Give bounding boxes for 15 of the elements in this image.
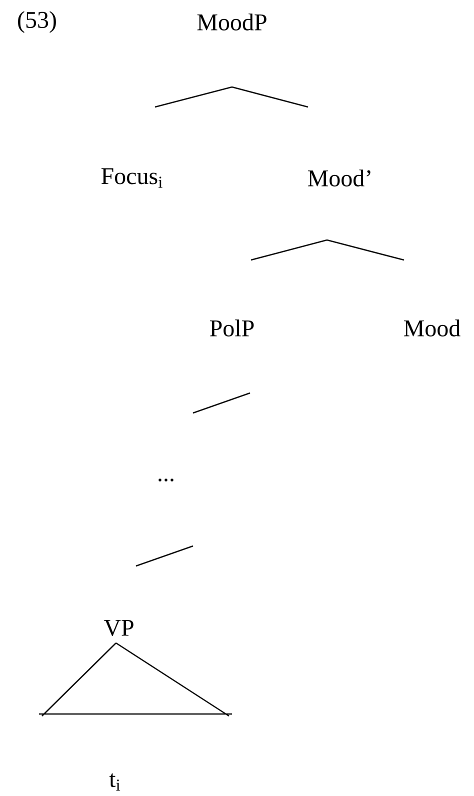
branch-line <box>192 392 250 414</box>
tree-node-label: t$_{i}$ <box>109 773 120 791</box>
tree-node-label: Mood’ <box>308 170 370 186</box>
tree-node-label: Focus$_{i}$ <box>101 168 162 188</box>
example-number: (53) <box>18 11 56 33</box>
tree-node-label: PolP <box>210 320 254 336</box>
branch-line <box>326 239 404 261</box>
tree-node-label: Mood <box>404 320 460 336</box>
branch-line <box>136 545 194 567</box>
branch-line <box>154 86 232 108</box>
tree-node-label: VP <box>104 620 134 636</box>
branch-line <box>250 239 328 261</box>
tree-node-label: MoodP <box>197 14 266 30</box>
branch-line <box>232 86 308 108</box>
tree-node-label: ... <box>158 478 174 482</box>
